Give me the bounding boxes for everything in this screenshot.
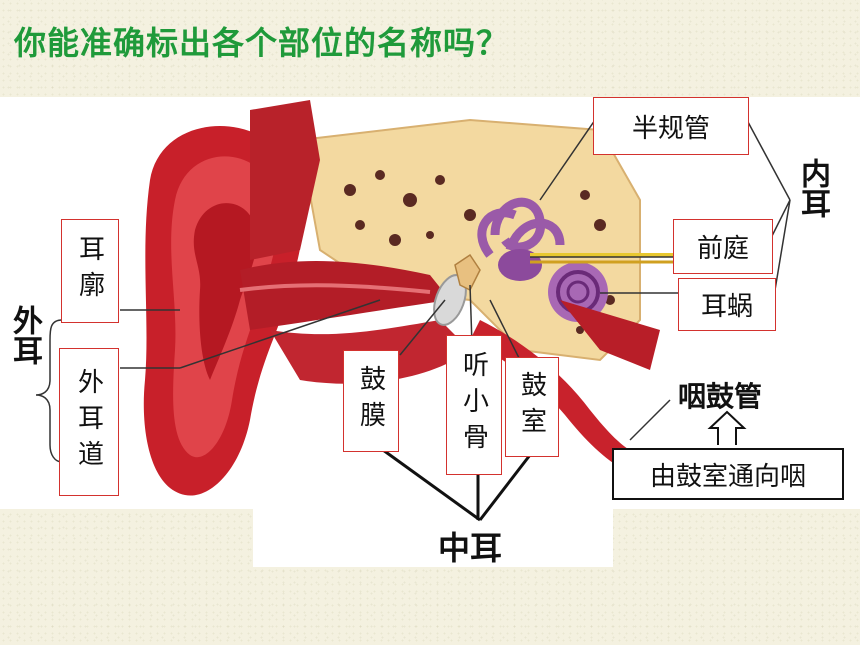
label-tympanic-cavity: 鼓室	[505, 357, 559, 457]
label-eardrum: 鼓膜	[343, 350, 399, 452]
label-inner-ear: 内耳	[795, 158, 830, 218]
label-auricle: 耳廓	[61, 219, 119, 323]
label-middle-ear: 中耳	[438, 529, 503, 567]
label-ossicles: 听小骨	[446, 335, 502, 475]
illustration-lower-panel	[253, 505, 613, 567]
label-outer-ear: 外耳	[7, 305, 42, 365]
label-ear-canal: 外耳道	[59, 348, 119, 496]
label-vestibule: 前庭	[673, 219, 773, 274]
eustachian-tube-note: 由鼓室通向咽	[612, 448, 844, 500]
label-eustachian-tube: 咽鼓管	[678, 380, 763, 413]
label-semicircular-canals: 半规管	[593, 97, 749, 155]
page-title: 你能准确标出各个部位的名称吗？	[14, 24, 510, 62]
label-cochlea: 耳蜗	[678, 278, 776, 331]
